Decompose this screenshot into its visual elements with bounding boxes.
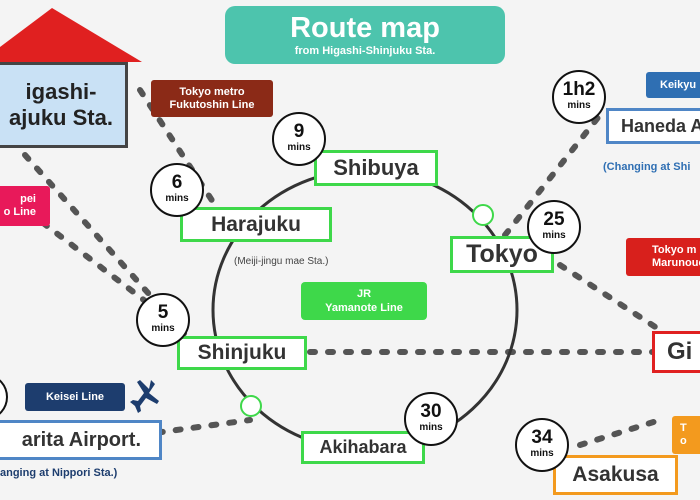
station-tokyo[interactable]: Tokyo [450,236,554,273]
page-title: Route map [290,12,440,44]
tag-keisei-line: Keisei Line [25,383,125,411]
tag-marunouchi-line: Tokyo mMarunouch [626,238,700,276]
note-narita: anging at Nippori Sta.) [0,467,118,479]
house-roof-icon [0,8,142,62]
station-akihabara[interactable]: Akihabara [301,431,425,464]
note-harajuku: (Meiji-jingu mae Sta.) [234,256,329,267]
tag-keikyu-line: Keikyu [646,72,700,98]
station-narita[interactable]: arita Airport. [0,420,162,460]
yamanote-line-label: JR Yamanote Line [301,282,427,320]
station-haneda[interactable]: Haneda A [606,108,700,144]
station-shibuya[interactable]: Shibuya [314,150,438,186]
station-asakusa[interactable]: Asakusa [553,455,678,495]
route-line-asakusa [577,417,663,448]
transfer-point-akihabara [240,395,262,417]
title-banner: Route map from Higashi-Shinjuku Sta. [225,6,505,64]
route-line-tokyo-ginza [557,262,663,333]
transfer-point-tokyo [472,204,494,226]
origin-station-line2: ajuku Sta. [9,105,113,130]
page-subtitle: from Higashi-Shinjuku Sta. [294,45,436,57]
airplane-icon [130,380,159,413]
origin-station[interactable]: igashi- ajuku Sta. [0,62,128,148]
route-line-tokyo-haneda [502,112,603,238]
station-harajuku[interactable]: Harajuku [180,207,332,242]
route-line-origin-shinjuku [22,152,193,343]
station-ginza[interactable]: Gi [652,331,700,373]
origin-station-line1: igashi- [25,79,97,104]
note-haneda: (Changing at Shi [603,161,691,173]
station-shinjuku[interactable]: Shinjuku [177,336,307,370]
